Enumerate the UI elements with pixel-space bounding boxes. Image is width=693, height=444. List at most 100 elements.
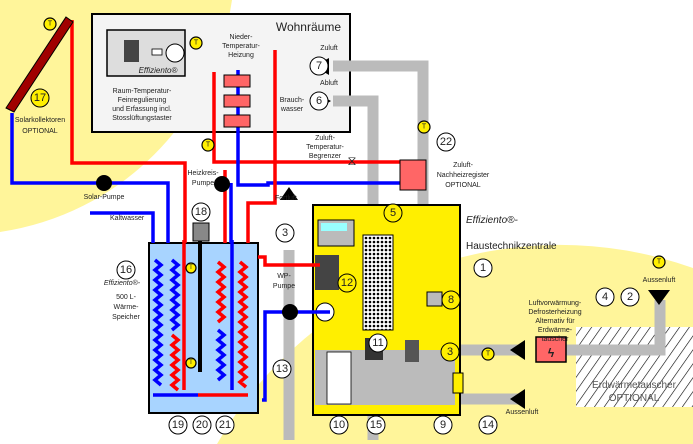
diagram-canvas-part: Zuluft- [315, 135, 336, 142]
diagram-canvas-part: Fortluft [275, 195, 297, 202]
living-rooms-box-part: wasser [280, 106, 304, 113]
solar-collector-part: OPTIONAL [22, 128, 58, 135]
condenser [315, 255, 339, 290]
living-rooms-box-part: Heizung [228, 52, 254, 59]
callouts-part: 19 [172, 419, 184, 431]
temperature-sensors-part: T [422, 124, 427, 131]
room-controller-part: Effiziento® [139, 66, 178, 75]
ventilation-unit-part [321, 223, 347, 231]
callouts-part [383, 203, 403, 223]
diagram-canvas-part: Nachheizregister [437, 172, 490, 179]
preheater-caption-part: Alternativ für [535, 318, 575, 325]
diagram-canvas-part: Pumpe [273, 283, 295, 290]
room-controller-part [124, 40, 139, 62]
room-controller-part [165, 43, 185, 63]
ventilation-unit-part [405, 340, 419, 362]
solar-collector-part: Solarkollektoren [15, 117, 65, 124]
preheater-caption-part: Defrosterheizung [528, 309, 581, 316]
ventilation-unit-part: Haustechnikzentrale [466, 241, 557, 252]
temperature-sensors-part [417, 120, 431, 134]
diagram-canvas-part: Aussenluft [506, 409, 539, 416]
storage-tank-part: Wärme- [114, 304, 140, 311]
water-pipes-part [10, 113, 170, 243]
callouts-part [168, 415, 188, 435]
living-rooms-box-part: Abluft [320, 80, 338, 87]
callouts-part: 4 [602, 291, 608, 303]
callouts-part: 18 [195, 206, 207, 218]
storage-tank-part: Effiziento®- [104, 279, 141, 287]
callouts-part [30, 88, 50, 108]
callouts-part: 21 [219, 419, 231, 431]
callouts-part: 1 [480, 262, 486, 274]
callouts-part [436, 132, 456, 152]
controller-caption-part: Raum-Temperatur- [113, 88, 172, 95]
callouts-part: 10 [333, 419, 345, 431]
room-controller-part [151, 48, 163, 56]
heat-exchanger [362, 234, 394, 331]
callouts-part [368, 333, 388, 353]
living-rooms-box: Wohnräume Effiziento® Raum-Temperatur- F… [91, 13, 351, 133]
callouts: 7 6 22 5 3 1 12 8 4 2 11 3 13 16 18 17 1… [30, 56, 640, 435]
callouts-part [309, 56, 329, 76]
controller-caption-part: Feinregulierung [118, 97, 167, 104]
diagram-canvas-part: Heizkreis- [187, 170, 219, 177]
diagram-canvas-part: WP- [277, 273, 291, 280]
callouts-part [478, 415, 498, 435]
outside-air-inlet-icon [648, 290, 670, 305]
heatpump-pump-icon [282, 304, 298, 320]
ventilation-unit: Effiziento®- Haustechnikzentrale [312, 204, 557, 416]
callouts-part: 11 [372, 337, 383, 349]
callouts-part [337, 273, 357, 293]
storage-tank-part [215, 260, 227, 324]
callouts-part [272, 359, 292, 379]
ventilation-unit-part [426, 291, 443, 307]
living-rooms-box-part: Nieder- [230, 34, 254, 41]
diagram-canvas-part: Kaltwasser [110, 215, 145, 222]
temperature-sensors-part: T [486, 351, 491, 358]
living-rooms-box-part: Brauch- [280, 97, 305, 104]
callouts-part: 20 [196, 419, 208, 431]
ground-heat-exchanger: Erdwärmetauscher OPTIONAL [576, 327, 693, 407]
valve-icon: ⧖ [347, 153, 356, 168]
preheater-caption-part: tauscher [542, 336, 570, 343]
callouts-part: 8 [448, 294, 454, 306]
callouts-part: 22 [440, 136, 452, 148]
temperature-sensors-part [201, 138, 215, 152]
air-arrow-icon [510, 340, 525, 360]
storage-tank-part [237, 260, 249, 389]
radiators-part [223, 74, 251, 88]
callouts-part [191, 202, 211, 222]
temperature-sensors: T T T T T T T T [43, 17, 666, 369]
ventilation-unit-part [452, 372, 464, 394]
ground-heat-exchanger-part: OPTIONAL [609, 393, 660, 404]
air-ducts-part [553, 300, 666, 356]
callouts-part [329, 415, 349, 435]
electric-heater [192, 222, 210, 242]
temperature-sensors-part: T [48, 21, 53, 28]
callouts-part: 3 [282, 227, 288, 239]
water-pipes-part [262, 310, 330, 402]
heating-pump-icon [214, 176, 230, 192]
outside-air-outlet-icon [510, 389, 525, 409]
callouts-part [595, 287, 615, 307]
callouts-part: 16 [120, 264, 132, 276]
diagram-canvas-part: Zuluft- [453, 162, 474, 169]
callouts-part: 6 [316, 95, 322, 107]
callouts-part [441, 290, 461, 310]
callouts-part: 17 [34, 92, 46, 104]
diagram-canvas-part: OPTIONAL [445, 182, 481, 189]
water-pipes-part [70, 20, 187, 243]
water-pipes-part [258, 255, 320, 267]
water-pipes-part [246, 50, 277, 243]
callouts-part: 14 [482, 419, 494, 431]
callouts-part: 12 [341, 277, 353, 289]
solar-pump-icon [96, 175, 112, 191]
water-pipes-part [236, 70, 415, 187]
storage-tank-part [169, 333, 181, 392]
storage-tank-part [169, 258, 181, 332]
callouts-part [275, 223, 295, 243]
callouts-part: 13 [276, 363, 288, 375]
radiators-part [223, 94, 251, 108]
callouts-part [366, 415, 386, 435]
preheater-caption: Luftvorwärmung- Defrosterheizung Alterna… [528, 300, 582, 343]
